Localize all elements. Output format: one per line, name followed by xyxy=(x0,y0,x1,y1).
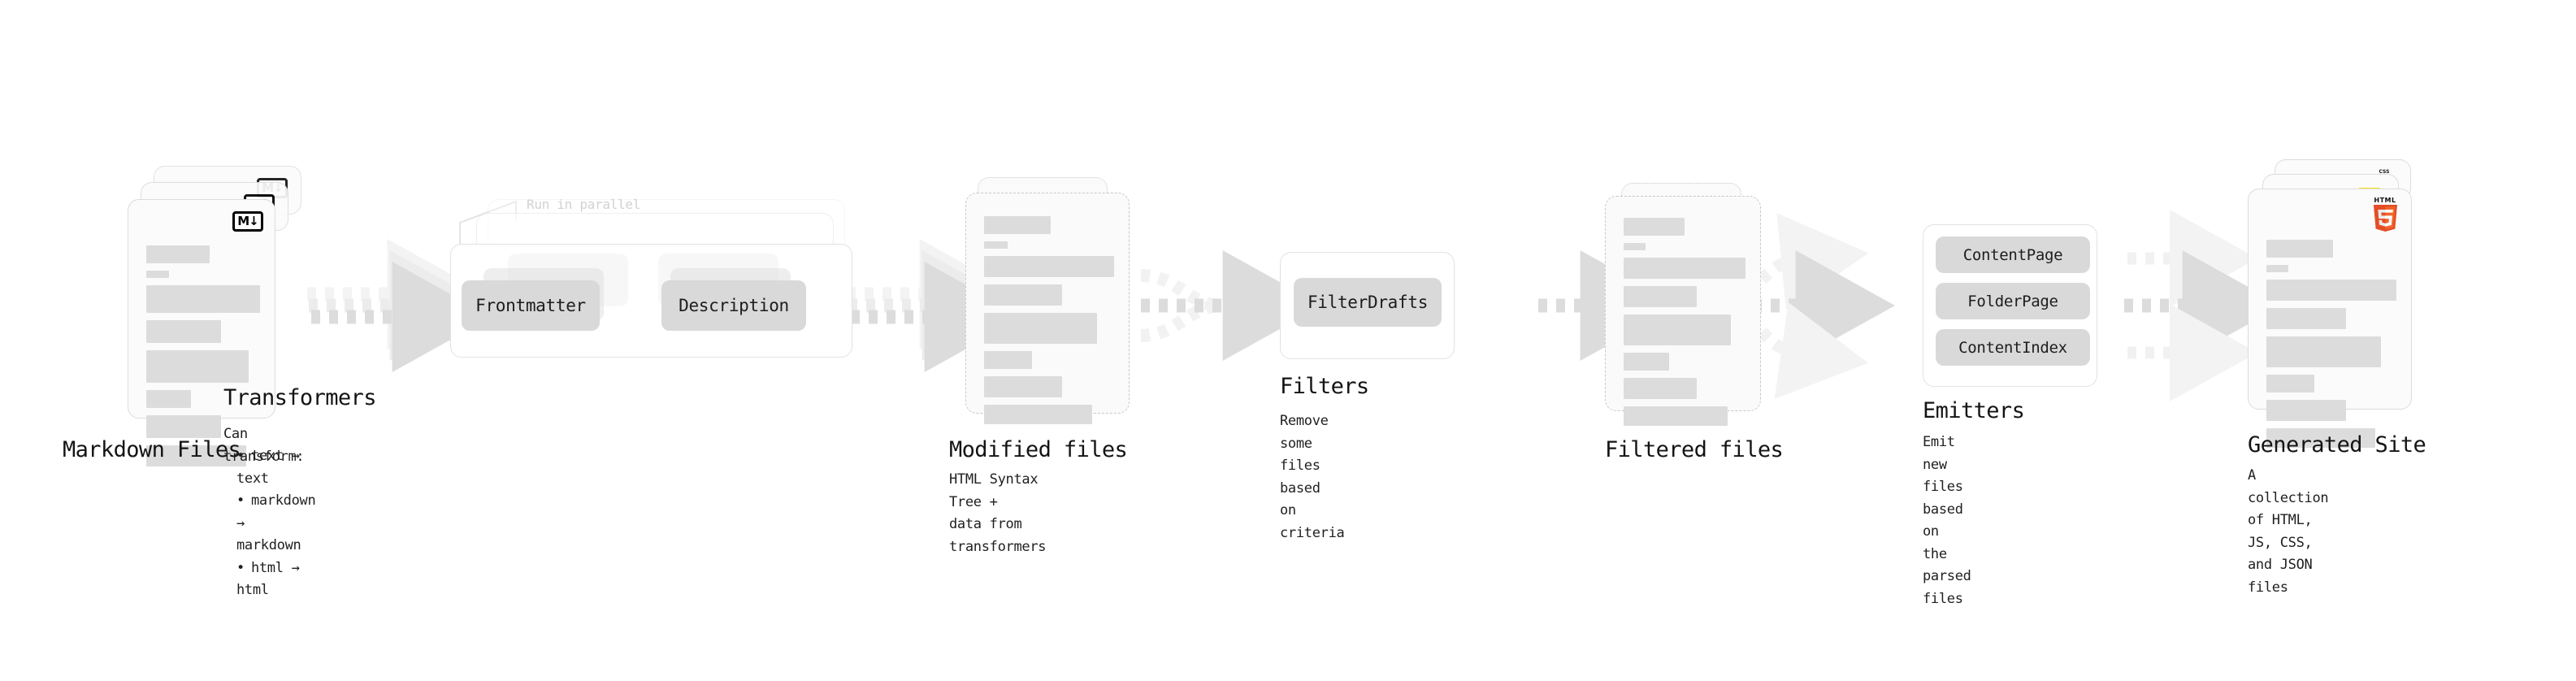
stage-title-markdown-files: Markdown Files xyxy=(63,437,241,462)
html5-icon: HTML xyxy=(2370,197,2400,232)
transformers-bullet-2: markdown → markdown xyxy=(236,490,316,557)
content-bar xyxy=(984,241,1008,249)
content-bar xyxy=(2266,280,2396,301)
css3-label: CSS xyxy=(2379,169,2390,175)
modified-card-content xyxy=(984,216,1114,432)
content-bar xyxy=(1624,218,1685,236)
chip-description[interactable]: Description xyxy=(661,280,806,331)
filtered-card-content xyxy=(1624,218,1746,433)
emitters-subtitle: Emit new files based on the parsed files xyxy=(1923,434,1971,607)
transformers-bullet-3: html → html xyxy=(236,557,315,602)
filtered-card-front xyxy=(1605,196,1761,426)
content-bar xyxy=(984,405,1092,424)
chip-contentpage[interactable]: ContentPage xyxy=(1936,236,2090,273)
content-bar xyxy=(2266,265,2289,272)
modified-files-subtitle: HTML Syntax Tree + data from transformer… xyxy=(949,471,1047,555)
chip-filterdrafts[interactable]: FilterDrafts xyxy=(1294,278,1442,327)
markdown-card-front: M↓ xyxy=(128,199,275,466)
content-bar xyxy=(2266,375,2315,393)
html5-shield xyxy=(2373,205,2397,232)
content-bar xyxy=(984,216,1051,234)
stage-title-transformers: Transformers xyxy=(223,385,376,410)
arrow-modified-to-filters xyxy=(1140,250,1322,361)
stage-title-generated-site: Generated Site xyxy=(2248,432,2426,458)
content-bar xyxy=(146,445,247,466)
markdown-card-content xyxy=(146,245,260,474)
content-bar xyxy=(146,245,210,263)
content-bar xyxy=(1624,286,1697,307)
content-bar xyxy=(984,351,1033,369)
content-bar xyxy=(2266,428,2376,448)
chip-contentindex[interactable]: ContentIndex xyxy=(1936,329,2090,366)
content-bar xyxy=(146,271,169,278)
content-bar xyxy=(2266,336,2381,367)
content-bar xyxy=(1624,353,1669,371)
bullet-text: text → text xyxy=(236,448,300,487)
html5-wordmark: HTML xyxy=(2374,197,2396,204)
markdown-icon: M↓ xyxy=(232,211,263,232)
arrow-emitters-to-site xyxy=(2124,210,2282,401)
arrow-transformers-to-modified xyxy=(847,239,1024,372)
stage-markdown-files: M↓ M↓ M↓ Markdown Files xyxy=(0,0,341,504)
annotation-run-in-parallel: Run in parallel xyxy=(527,197,640,212)
content-bar xyxy=(1624,258,1746,279)
content-bar xyxy=(146,350,249,383)
stage-title-filters: Filters xyxy=(1280,374,1369,399)
bullet-text: markdown → markdown xyxy=(236,492,316,554)
content-bar xyxy=(146,390,191,408)
generated-site-subtitle: A collection of HTML, JS, CSS, and JSON … xyxy=(2248,467,2329,596)
content-bar xyxy=(146,415,222,438)
chip-frontmatter[interactable]: Frontmatter xyxy=(462,280,600,331)
content-bar xyxy=(2266,400,2346,421)
filters-subtitle: Remove some files based on criteria xyxy=(1280,413,1345,541)
content-bar xyxy=(1624,378,1697,399)
content-bar xyxy=(1624,314,1731,345)
content-bar xyxy=(146,285,260,313)
site-card-front: HTML xyxy=(2248,189,2412,448)
content-bar xyxy=(984,313,1098,344)
content-bar xyxy=(984,256,1114,277)
bullet-text: html → html xyxy=(236,559,300,599)
modified-card-front xyxy=(965,193,1130,424)
content-bar xyxy=(2266,308,2346,329)
stage-title-modified-files: Modified files xyxy=(949,437,1128,462)
content-bar xyxy=(1624,243,1646,250)
content-bar xyxy=(984,284,1062,306)
content-bar xyxy=(2266,240,2333,258)
stage-title-emitters: Emitters xyxy=(1923,398,2025,423)
transformers-bullets: text → text markdown → markdown html → h… xyxy=(223,445,316,602)
chip-folderpage[interactable]: FolderPage xyxy=(1936,283,2090,319)
site-card-content xyxy=(2266,240,2396,455)
transformers-bullet-1: text → text xyxy=(236,445,315,490)
stage-title-filtered-files: Filtered files xyxy=(1605,437,1784,462)
content-bar xyxy=(984,376,1062,397)
content-bar xyxy=(146,320,222,343)
content-bar xyxy=(1624,406,1728,426)
